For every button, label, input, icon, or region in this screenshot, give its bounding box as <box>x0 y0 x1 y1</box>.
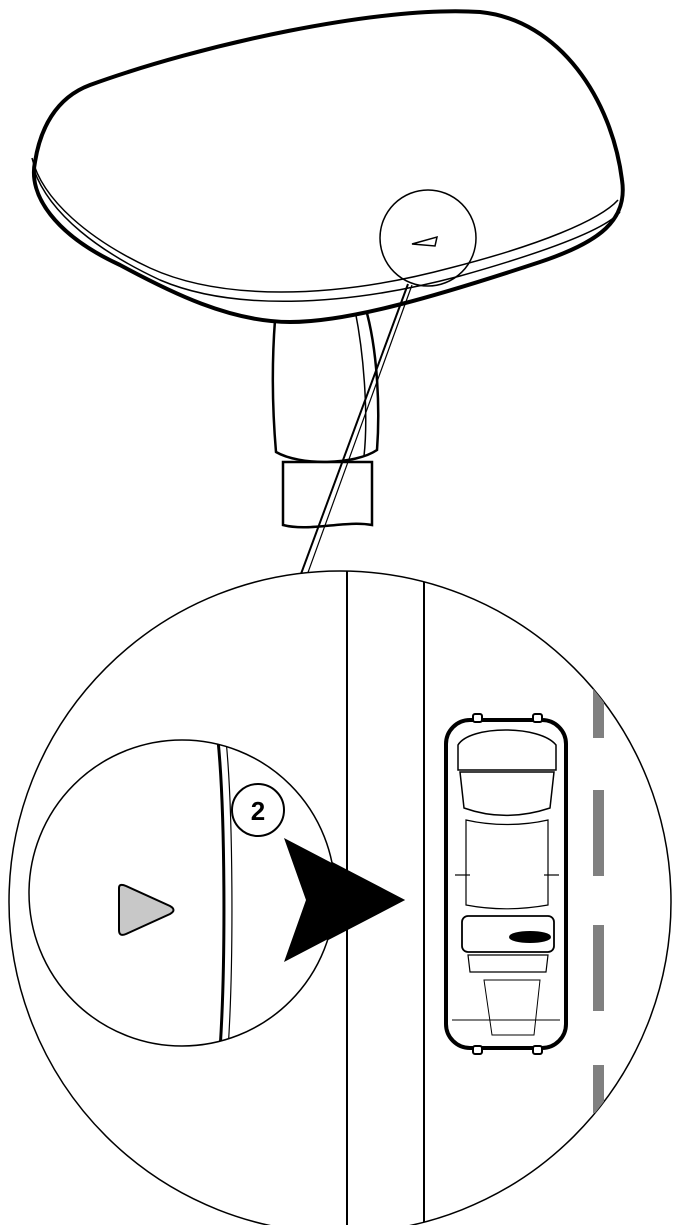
zoom-source-circle <box>379 189 477 287</box>
device-body <box>31 9 625 325</box>
zoom-view-large <box>8 570 672 1225</box>
car-top-view <box>444 713 568 1055</box>
led-indicator-closeup <box>118 883 175 936</box>
sensor-device <box>31 9 625 325</box>
led-indicator <box>411 235 439 247</box>
step-number-label: 2 <box>251 796 265 826</box>
mount-pole <box>271 304 380 529</box>
device-edge-line <box>31 157 619 293</box>
direction-arrow-overlap <box>284 838 335 962</box>
step-callout: 2 <box>231 783 285 837</box>
device-edge-line-2 <box>33 169 621 302</box>
lane-marking <box>593 680 604 1113</box>
